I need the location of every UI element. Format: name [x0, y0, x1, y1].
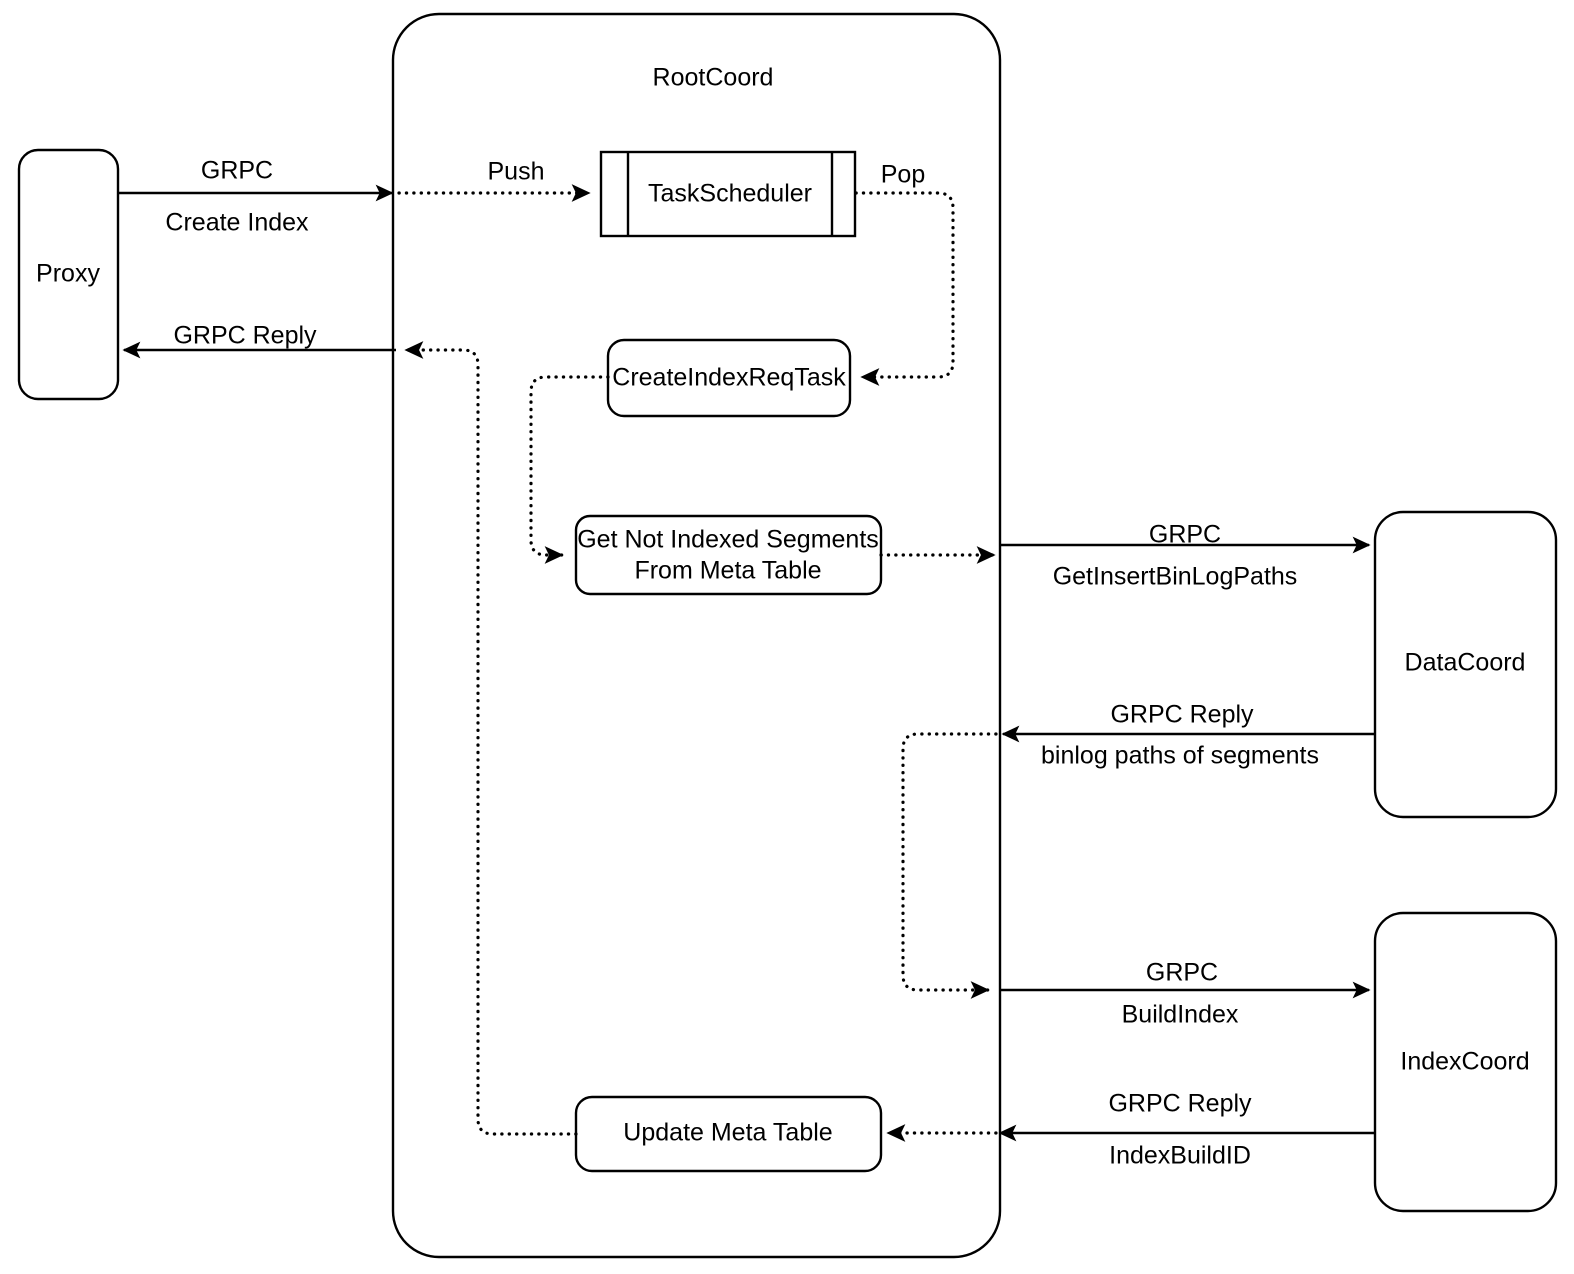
datacoord-label: DataCoord: [1405, 649, 1526, 677]
edge-update-meta-to-reply: [404, 341, 578, 1136]
edge-from-datacoord: GRPC Reply binlog paths of segments: [1001, 701, 1375, 770]
pop-arrow: [854, 191, 955, 386]
node-datacoord[interactable]: DataCoord: [1373, 510, 1558, 819]
grpc-getinsertbinlogpaths-label-line2: GetInsertBinLogPaths: [1053, 563, 1298, 591]
grpc-reply-indexbuildid-label-line1: GRPC Reply: [1108, 1090, 1252, 1118]
proxy-label: Proxy: [36, 260, 100, 288]
edge-rootcoord-to-proxy: GRPC Reply: [122, 322, 396, 359]
indexcoord-label: IndexCoord: [1400, 1048, 1529, 1076]
datacoord-box[interactable]: [1373, 510, 1558, 819]
get-not-indexed-segments-label-line1: Get Not Indexed Segments: [577, 526, 879, 554]
node-proxy[interactable]: Proxy: [17, 148, 120, 401]
grpc-create-index-label-line1: GRPC: [201, 157, 273, 185]
update-meta-to-reply-arrow: [404, 341, 578, 1136]
get-not-indexed-segments-label-line2: From Meta Table: [634, 557, 821, 585]
grpc-create-index-label-line2: Create Index: [165, 209, 309, 237]
node-get-not-indexed-segments[interactable]: Get Not Indexed Segments From Meta Table: [574, 514, 883, 596]
proxy-box[interactable]: [17, 148, 120, 401]
rootcoord-label: RootCoord: [653, 64, 774, 92]
node-create-index-req-task[interactable]: CreateIndexReqTask: [606, 338, 852, 418]
container-rootcoord: RootCoord: [391, 12, 1002, 1259]
indexcoord-box[interactable]: [1373, 911, 1558, 1213]
grpc-reply-label: GRPC Reply: [173, 322, 317, 350]
edge-to-indexcoord: GRPC BuildIndex: [1000, 959, 1371, 1029]
create-index-req-task-label: CreateIndexReqTask: [612, 364, 846, 392]
update-meta-table-label: Update Meta Table: [623, 1119, 832, 1147]
node-task-scheduler[interactable]: TaskScheduler: [599, 150, 857, 238]
grpc-reply-binlog-label-line1: GRPC Reply: [1110, 701, 1254, 729]
task-scheduler-box[interactable]: [599, 150, 857, 238]
edge-binlog-to-buildindex: [901, 732, 998, 999]
grpc-reply-indexbuildid-label-line2: IndexBuildID: [1109, 1142, 1251, 1170]
grpc-reply-binlog-label-line2: binlog paths of segments: [1041, 742, 1319, 770]
edge-task-to-get-segments: [529, 375, 610, 564]
node-indexcoord[interactable]: IndexCoord: [1373, 911, 1558, 1213]
grpc-buildindex-label-line2: BuildIndex: [1122, 1001, 1239, 1029]
grpc-buildindex-label-line1: GRPC: [1146, 959, 1218, 987]
binlog-to-buildindex-arrow: [901, 732, 998, 999]
pop-label: Pop: [881, 161, 925, 189]
edge-to-datacoord: GRPC GetInsertBinLogPaths: [1000, 521, 1371, 591]
push-label: Push: [488, 158, 545, 186]
task-to-get-segments-arrow: [529, 375, 610, 564]
node-update-meta-table[interactable]: Update Meta Table: [574, 1095, 883, 1173]
edge-proxy-to-rootcoord: GRPC Create Index: [118, 157, 394, 237]
task-scheduler-label: TaskScheduler: [648, 180, 812, 208]
edge-from-indexcoord: GRPC Reply IndexBuildID: [998, 1090, 1375, 1170]
edge-push: Push: [397, 158, 591, 202]
grpc-getinsertbinlogpaths-label-line1: GRPC: [1149, 521, 1221, 549]
rootcoord-boundary: [391, 12, 1002, 1259]
edge-pop: Pop: [854, 161, 955, 386]
